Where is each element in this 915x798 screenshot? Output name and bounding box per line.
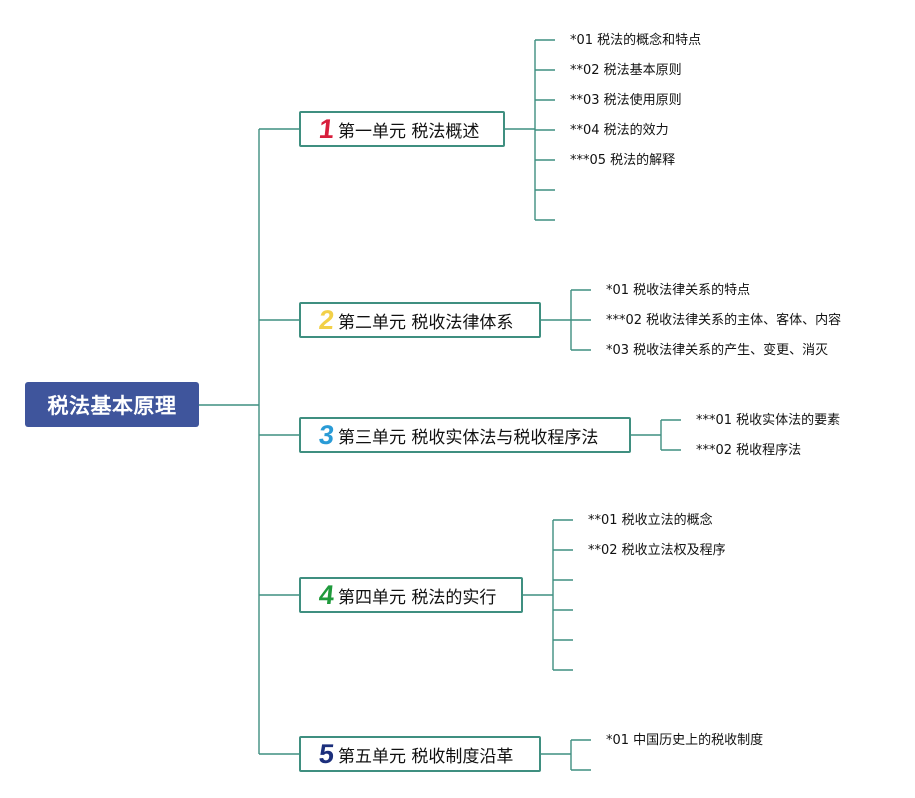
topic-2-1[interactable]: *01 税收法律关系的特点 [606,283,751,298]
root-title: 税法基本原理 [47,393,177,418]
topic-4-2[interactable]: **02 税收立法权及程序 [588,543,726,558]
root-topic[interactable]: 税法基本原理 [25,382,199,427]
topic-4-1[interactable]: **01 税收立法的概念 [588,513,713,528]
topic-2-2[interactable]: ***02 税收法律关系的主体、客体、内容 [606,313,842,328]
unit-number-4: 4 [317,579,336,610]
unit-number-1: 1 [317,113,336,144]
topic-2-3[interactable]: *03 税收法律关系的产生、变更、消灭 [606,343,829,358]
unit-4-node[interactable]: 4 第四单元 税法的实行 [299,577,523,613]
unit-title: 第三单元 税收实体法与税收程序法 [338,427,599,448]
unit-title: 第四单元 税法的实行 [338,587,497,608]
topic-5-1[interactable]: *01 中国历史上的税收制度 [606,733,764,748]
topic-1-3[interactable]: **03 税法使用原则 [570,93,682,108]
unit-5-node[interactable]: 5 第五单元 税收制度沿革 [299,736,541,772]
unit-title: 第二单元 税收法律体系 [338,312,514,333]
topic-3-2[interactable]: ***02 税收程序法 [696,443,802,458]
unit-number-2: 2 [317,304,336,335]
topic-1-4[interactable]: **04 税法的效力 [570,123,669,138]
unit-2-node[interactable]: 2 第二单元 税收法律体系 [299,302,541,338]
unit-number-5: 5 [317,738,336,769]
unit-number-3: 3 [317,419,336,450]
unit-1-node[interactable]: 1 第一单元 税法概述 [299,111,505,147]
topic-1-1[interactable]: *01 税法的概念和特点 [570,33,702,48]
topic-3-1[interactable]: ***01 税收实体法的要素 [696,413,841,428]
unit-3-node[interactable]: 3 第三单元 税收实体法与税收程序法 [299,417,631,453]
topic-1-5[interactable]: ***05 税法的解释 [570,153,676,168]
unit-title: 第五单元 税收制度沿革 [338,746,514,767]
topic-1-2[interactable]: **02 税法基本原则 [570,63,682,78]
unit-title: 第一单元 税法概述 [338,121,480,142]
